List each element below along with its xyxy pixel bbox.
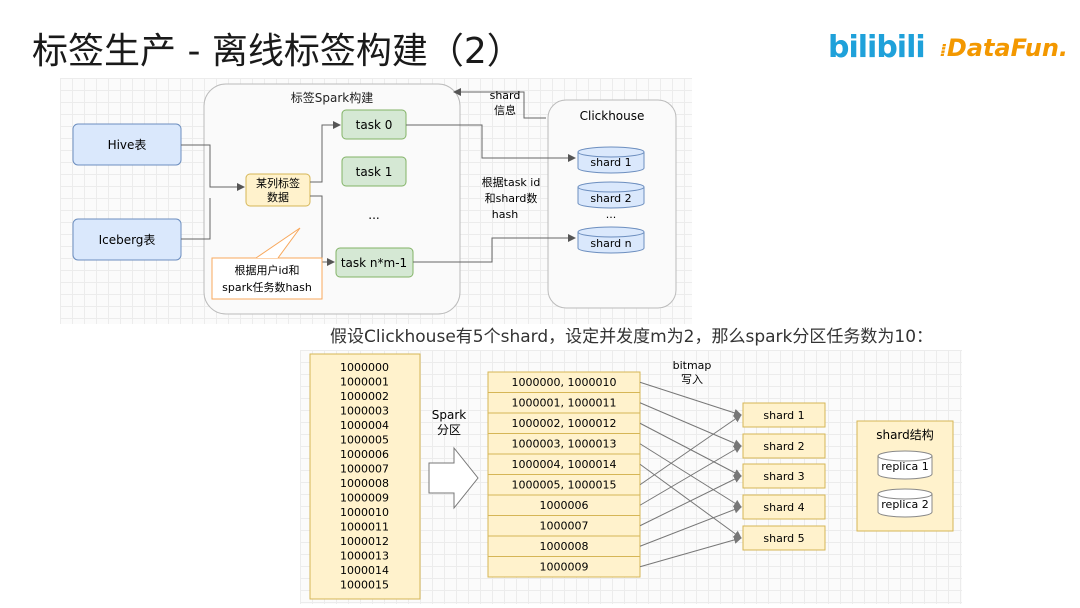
partition-text: 1000006 <box>540 499 589 512</box>
partition-to-shard-line <box>639 381 742 417</box>
shard-box-label: shard 3 <box>763 470 804 483</box>
column-data-line2: 数据 <box>267 190 289 204</box>
shard-2-cylinder <box>577 181 645 209</box>
bitmap-label-line1: bitmap <box>673 359 712 372</box>
partition-text: 1000008 <box>540 540 589 553</box>
hash-label-line3: hash <box>492 208 518 221</box>
task-ellipsis: ... <box>368 208 379 222</box>
shard-box-label: shard 4 <box>763 501 804 514</box>
user-id-text: 1000005 <box>340 434 389 447</box>
user-id-text: 1000009 <box>340 492 389 505</box>
iceberg-table-label: Iceberg表 <box>99 233 156 247</box>
shard-info-line2: 信息 <box>494 103 516 117</box>
shard-box <box>742 463 826 489</box>
column-data-line1: 某列标签 <box>256 176 300 190</box>
partition-to-shard-line <box>639 445 742 506</box>
task-1-box <box>341 156 407 187</box>
user-id-text: 1000000 <box>340 361 389 374</box>
example-subtitle: 假设Clickhouse有5个shard，设定并发度m为2，那么spark分区任… <box>330 327 934 347</box>
spark-label-line2: 分区 <box>437 423 461 437</box>
partition-to-shard-line <box>639 402 742 447</box>
shard-box <box>742 433 826 459</box>
partition-text: 1000004, 1000014 <box>512 458 617 471</box>
user-id-text: 1000002 <box>340 390 389 403</box>
user-id-text: 1000003 <box>340 405 389 418</box>
user-id-text: 1000011 <box>340 521 389 534</box>
replica-1-cylinder <box>877 450 933 480</box>
user-id-text: 1000010 <box>340 506 389 519</box>
shard-ellipsis: ... <box>606 208 617 221</box>
shard-box <box>742 402 826 428</box>
shard-n-label: shard n <box>590 237 631 250</box>
hash-note-line1: 根据用户id和 <box>234 263 299 277</box>
partition-to-shard-line <box>639 414 742 486</box>
partition-text: 1000002, 1000012 <box>512 417 617 430</box>
user-id-text: 1000004 <box>340 419 389 432</box>
bitmap-label-line2: 写入 <box>681 373 703 386</box>
column-data-box <box>245 173 311 207</box>
shard-2-label: shard 2 <box>590 192 631 205</box>
shard-n-cylinder <box>577 226 645 254</box>
shard-box-label: shard 1 <box>763 409 804 422</box>
top-diagram-panel: 标签Spark构建 Hive表 Iceberg表 某列标签 数据 task 0 … <box>60 78 692 324</box>
hash-label-line1: 根据task id <box>482 175 541 189</box>
spark-title: 标签Spark构建 <box>291 90 373 105</box>
partition-text: 1000005, 1000015 <box>512 479 617 492</box>
user-id-text: 1000014 <box>340 564 389 577</box>
user-id-text: 1000006 <box>340 448 389 461</box>
shard-box-label: shard 5 <box>763 532 804 545</box>
user-id-text: 1000007 <box>340 463 389 476</box>
user-id-text: 1000001 <box>340 376 389 389</box>
shard-1-label: shard 1 <box>590 156 631 169</box>
partition-to-shard-line <box>639 475 742 527</box>
task-0-label: task 0 <box>356 118 393 132</box>
task-last-label: task n*m-1 <box>341 256 407 270</box>
spark-partition-arrow <box>428 446 479 510</box>
partition-text: 1000001, 1000011 <box>512 397 617 410</box>
user-id-text: 1000008 <box>340 477 389 490</box>
partition-text: 1000003, 1000013 <box>512 438 617 451</box>
shard-box <box>742 525 826 551</box>
user-id-text: 1000015 <box>340 579 389 592</box>
slide-title: 标签生产 - 离线标签构建（2） <box>32 31 523 72</box>
partition-text: 1000000, 1000010 <box>512 376 617 389</box>
user-id-column <box>309 353 421 600</box>
shard-1-cylinder <box>577 146 645 174</box>
bilibili-logo: bilibili <box>828 30 926 65</box>
replica-2-label: replica 2 <box>881 498 928 511</box>
shard-box <box>742 494 826 520</box>
user-id-text: 1000012 <box>340 535 389 548</box>
user-id-text: 1000013 <box>340 550 389 563</box>
partition-to-shard-line <box>639 536 742 568</box>
task-1-label: task 1 <box>356 165 393 179</box>
partition-text: 1000009 <box>540 561 589 574</box>
shard-structure-title: shard结构 <box>876 427 934 442</box>
clickhouse-title: Clickhouse <box>580 109 645 123</box>
replica-2-cylinder <box>877 488 933 518</box>
replica-1-label: replica 1 <box>881 460 928 473</box>
partition-to-shard-line <box>639 505 742 547</box>
hash-label-line2: 和shard数 <box>485 192 538 205</box>
partition-text: 1000007 <box>540 520 589 533</box>
spark-label-line1: Spark <box>432 408 467 422</box>
shard-info-line1: shard <box>490 89 521 102</box>
hive-table-label: Hive表 <box>108 138 147 152</box>
hash-note-line2: spark任务数hash <box>222 281 312 294</box>
shard-box-label: shard 2 <box>763 440 804 453</box>
hash-note-box <box>211 257 323 300</box>
datafun-logo: ⁞DataFun. <box>940 34 1069 62</box>
